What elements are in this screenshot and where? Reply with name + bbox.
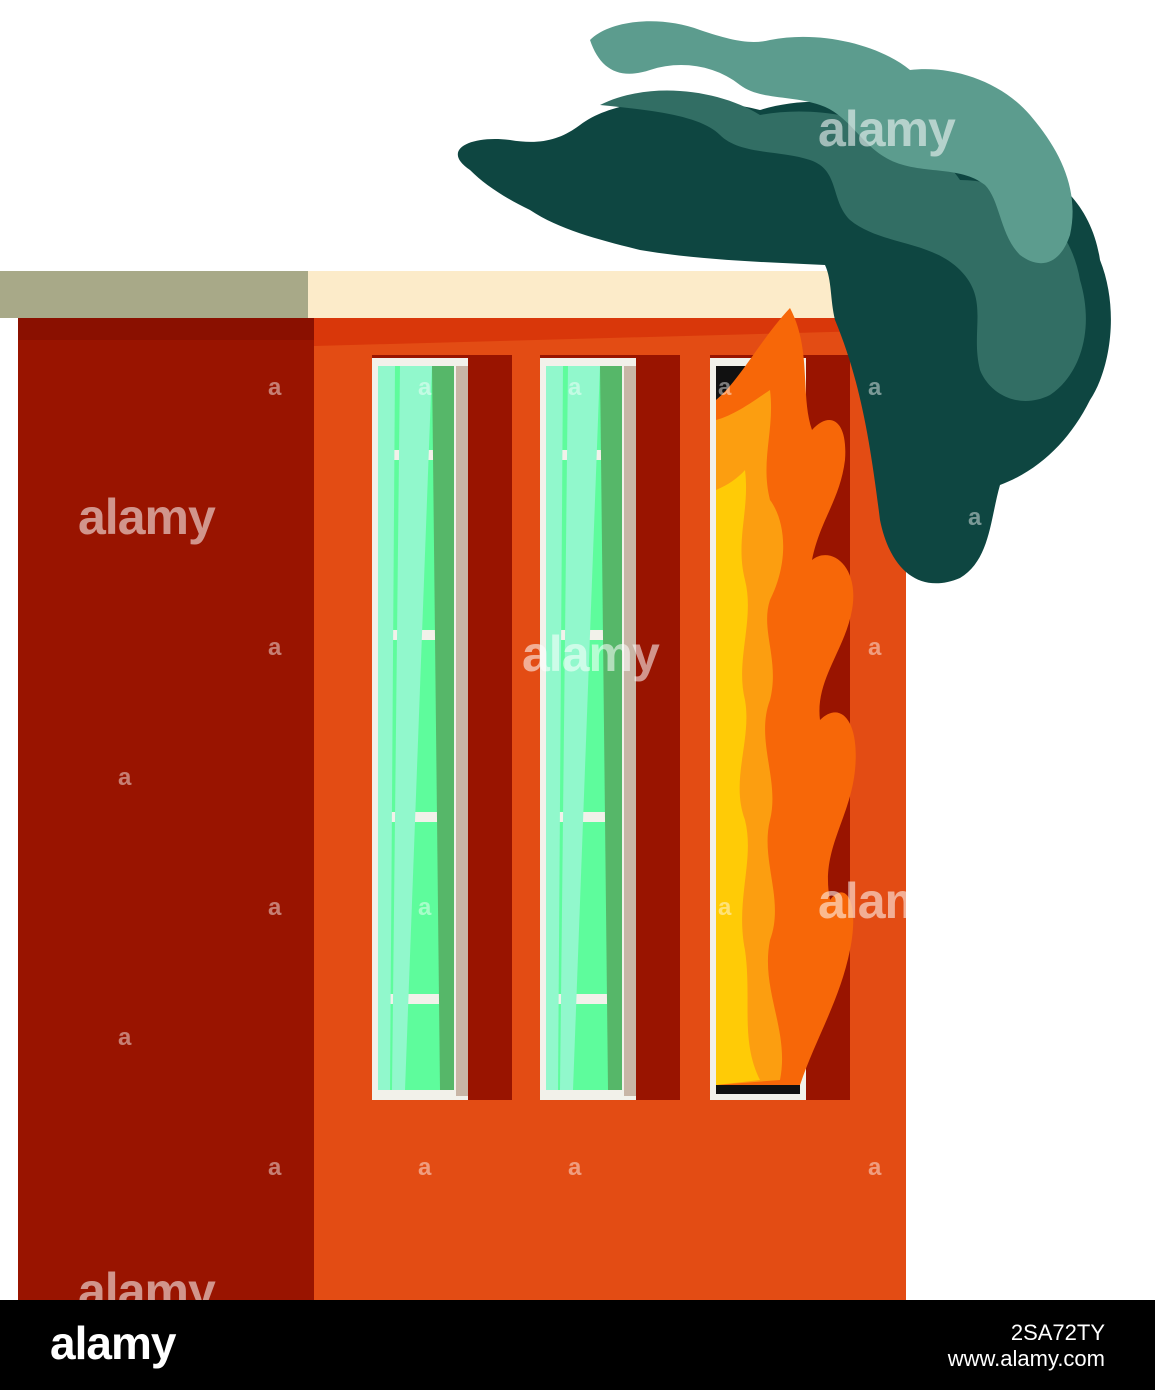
building-side-trim [18, 318, 314, 340]
window-2 [540, 355, 680, 1100]
watermark-letter: a [418, 894, 432, 921]
watermark-letter: a [118, 1024, 132, 1051]
watermark-letter: a [568, 374, 582, 401]
watermark-letter: a [968, 504, 982, 531]
watermark-letter: a [718, 374, 732, 401]
footer-url: www.alamy.com [947, 1346, 1105, 1371]
watermark-text: alamy [522, 626, 660, 682]
watermark-text: alamy [78, 489, 216, 545]
watermark-letter: a [868, 634, 882, 661]
window-1 [372, 355, 512, 1100]
watermark-letter: a [118, 764, 132, 791]
footer-info: 2SA72TY www.alamy.com [948, 1320, 1105, 1372]
watermark-text: alamy [818, 873, 956, 929]
building-side-wall [18, 318, 314, 1300]
building-front-trim [314, 318, 906, 346]
watermark-letter: a [418, 1154, 432, 1181]
roof-right [308, 271, 840, 318]
smoke-light [590, 21, 1073, 264]
watermark-letter: a [868, 1154, 882, 1181]
watermark-letter: a [568, 1154, 582, 1181]
alamy-logo: alamy [50, 1317, 176, 1369]
watermark-letter: a [718, 894, 732, 921]
watermark-letter: a [418, 374, 432, 401]
roof-left [0, 271, 308, 318]
watermark-letter: a [268, 1154, 282, 1181]
watermark-letter: a [268, 634, 282, 661]
burning-building-illustration [0, 21, 1111, 1300]
watermark-letter: a [868, 374, 882, 401]
image-id: 2SA72TY [1010, 1320, 1105, 1345]
smoke-mid [600, 90, 1086, 401]
flame-inner [716, 470, 760, 1085]
watermark-letter: a [268, 894, 282, 921]
watermark-text: alamy [818, 101, 956, 157]
watermark-letter: a [268, 374, 282, 401]
footer-bar: alamy 2SA72TY www.alamy.com [0, 1300, 1155, 1390]
